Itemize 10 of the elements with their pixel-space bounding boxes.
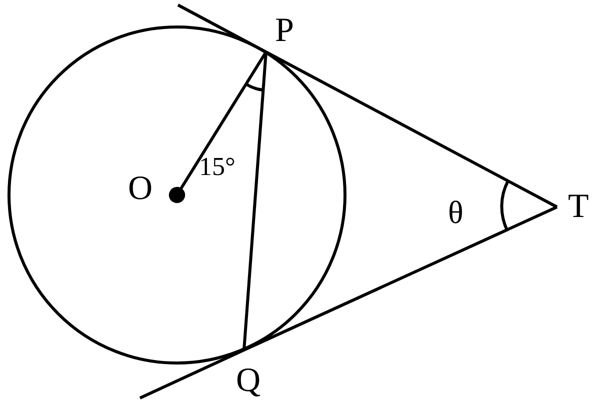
point-label: O — [128, 172, 153, 206]
line-segment — [265, 50, 558, 208]
line-segment — [242, 52, 268, 350]
line-segment — [168, 51, 268, 204]
point-label: P — [275, 14, 294, 48]
line-segment — [243, 206, 558, 352]
angle-label: 15° — [199, 154, 236, 180]
point-label: Q — [236, 364, 261, 398]
point-label: T — [568, 190, 589, 224]
angle-label: θ — [448, 196, 464, 228]
